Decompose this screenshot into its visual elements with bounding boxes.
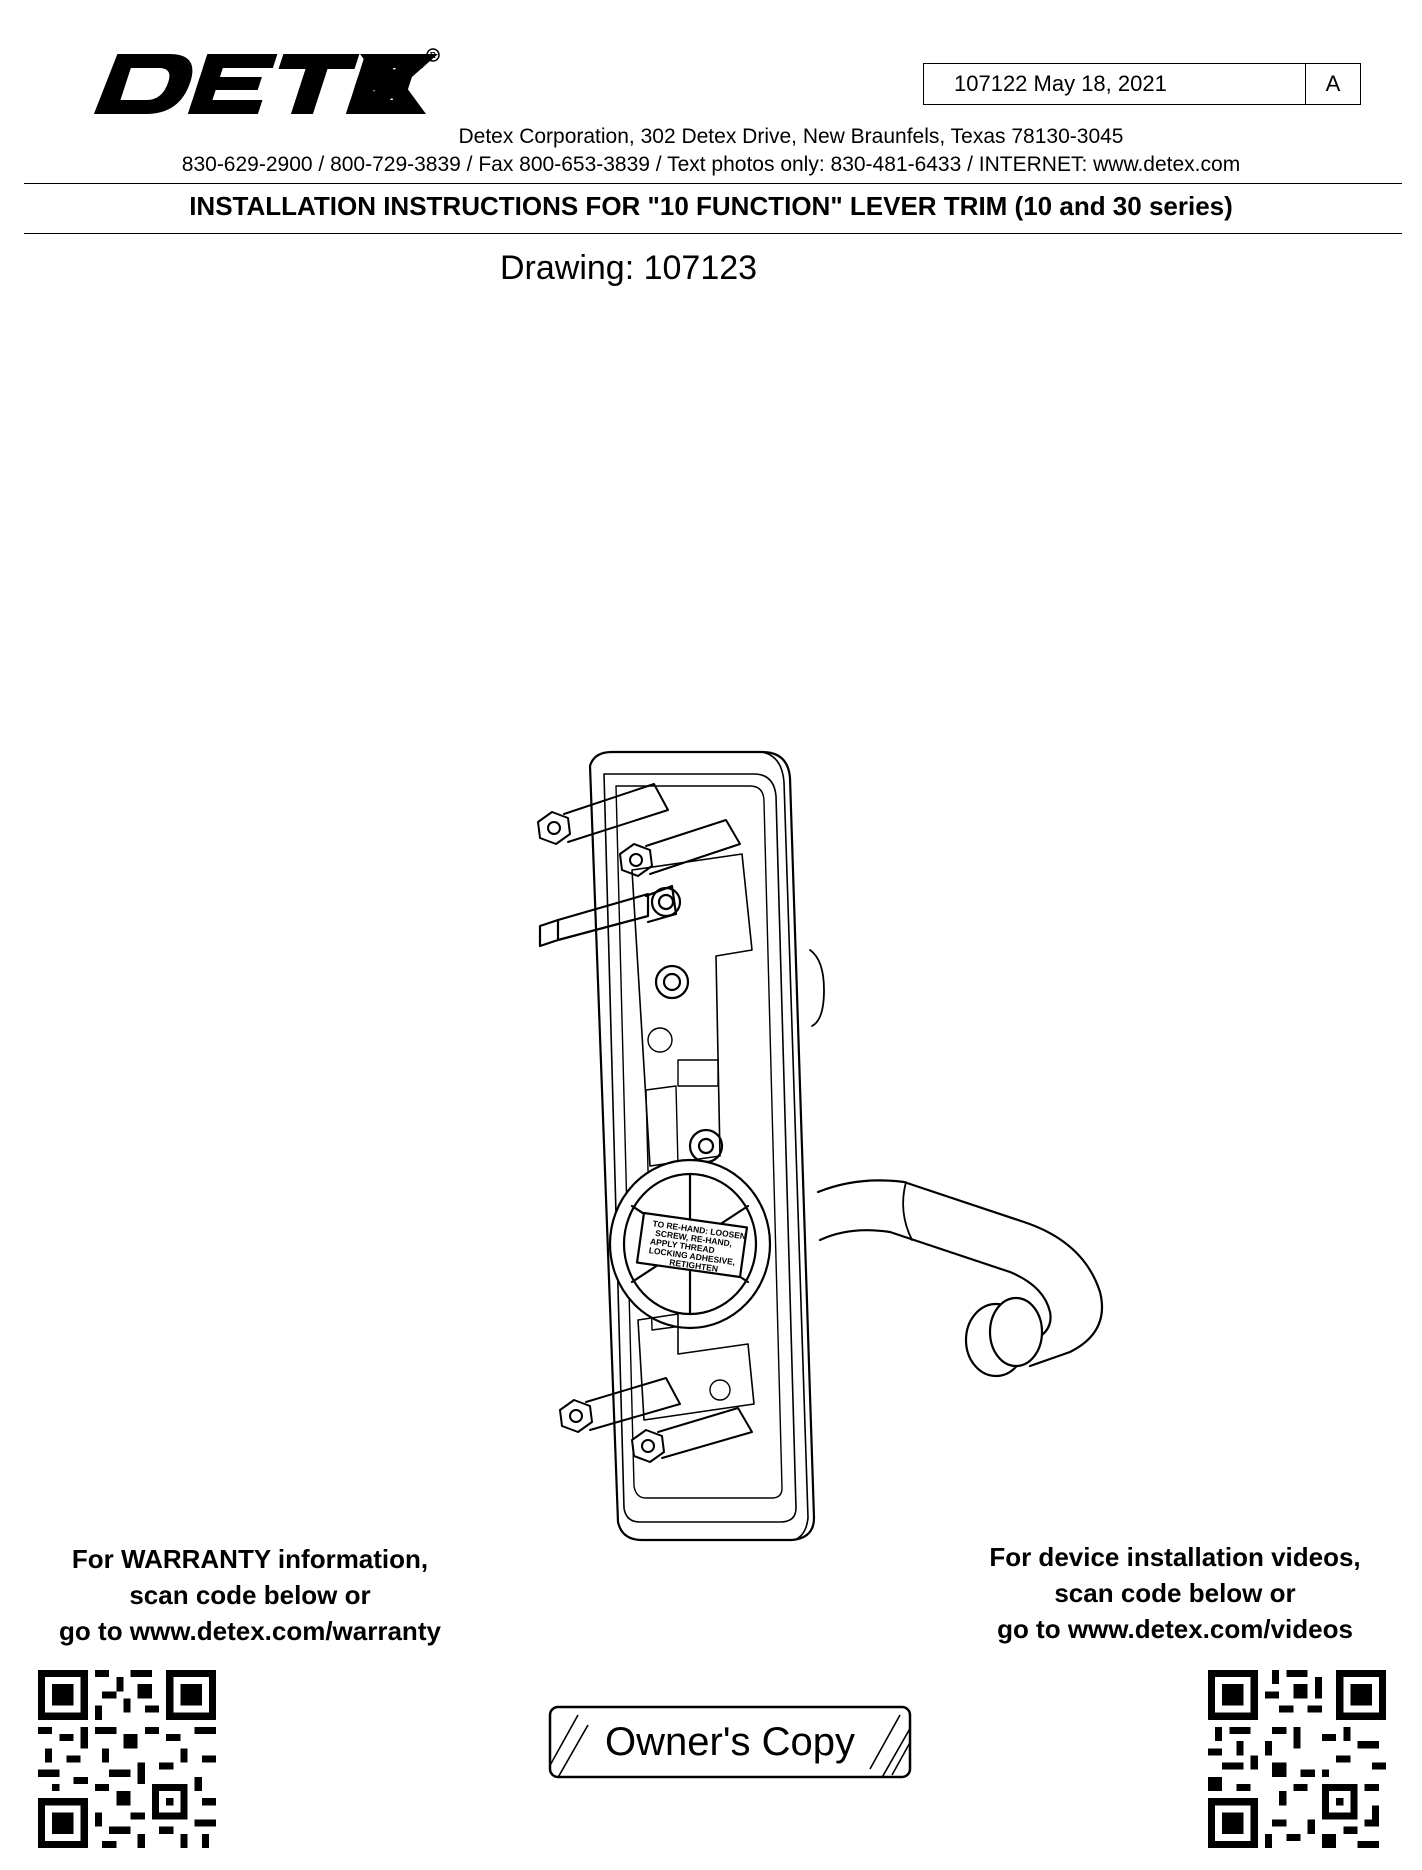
videos-line-1: For device installation videos, (989, 1542, 1361, 1572)
videos-info: For device installation videos, scan cod… (950, 1539, 1400, 1647)
detex-logo: R (80, 46, 440, 122)
warranty-info: For WARRANTY information, scan code belo… (20, 1541, 480, 1649)
drawing-number: Drawing: 107123 (500, 249, 758, 287)
warranty-line-2: scan code below or (129, 1580, 371, 1610)
owners-copy-stamp: Owner's Copy (548, 1705, 912, 1779)
owners-copy-label: Owner's Copy (605, 1720, 855, 1764)
revision-letter: A (1305, 64, 1360, 104)
videos-qr-code-icon[interactable] (1208, 1670, 1386, 1848)
company-contact: 830-629-2900 / 800-729-3839 / Fax 800-65… (181, 153, 1241, 176)
videos-line-2: scan code below or (1054, 1578, 1296, 1608)
lever-trim-illustration: TO RE-HAND: LOOSEN SCREW, RE-HAND, APPLY… (520, 750, 1120, 1560)
document-revision-box: 107122 May 18, 2021 A (923, 63, 1361, 105)
warranty-qr-code-icon[interactable] (38, 1670, 216, 1848)
header-divider-bottom (24, 233, 1402, 234)
page-title: INSTALLATION INSTRUCTIONS FOR "10 FUNCTI… (189, 191, 1233, 221)
header-divider-top (24, 183, 1402, 184)
warranty-line-1: For WARRANTY information, (71, 1544, 429, 1574)
company-address: Detex Corporation, 302 Detex Drive, New … (458, 125, 1124, 148)
videos-link[interactable]: go to www.detex.com/videos (997, 1614, 1353, 1644)
svg-text:R: R (430, 51, 436, 60)
warranty-link[interactable]: go to www.detex.com/warranty (59, 1616, 441, 1646)
document-number-date: 107122 May 18, 2021 (954, 71, 1167, 96)
detex-logo-graphic: R (93, 48, 440, 114)
